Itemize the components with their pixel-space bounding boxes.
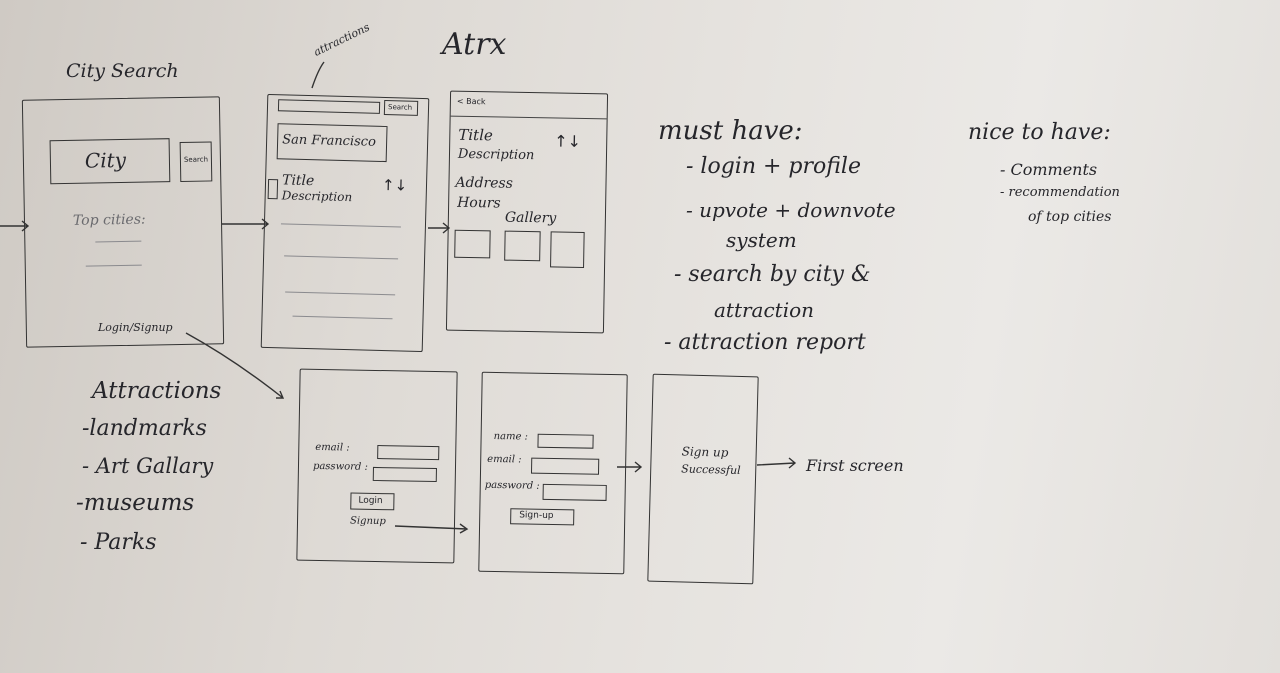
arrow-attractions-to-atrx [428, 222, 451, 234]
login-button-box: Login [350, 492, 395, 511]
thumbnail-box [267, 178, 279, 200]
email-field-box [377, 445, 440, 461]
name-field-box [537, 433, 594, 449]
detail-address: Address [455, 174, 514, 192]
detail-description: Description [457, 146, 535, 164]
first-screen-label: First screen [806, 456, 904, 475]
arrow-signup-to-register [394, 523, 469, 534]
search-button-box: Search [383, 99, 419, 116]
search-button-label: Search [387, 103, 413, 112]
must-have-item: attraction [714, 298, 815, 322]
email-label: email : [315, 441, 350, 454]
vote-arrows: ↑↓ [381, 175, 408, 195]
placeholder-line [95, 240, 142, 243]
arrow-register-to-success [617, 461, 643, 473]
nice-to-have-item: - recommendation [1000, 185, 1120, 200]
login-screen: email : password : Login Signup [296, 368, 458, 564]
password-label: password : [484, 479, 540, 492]
email-field-box [530, 457, 600, 475]
success-line-1: Sign up [681, 444, 729, 460]
placeholder-line [284, 255, 399, 260]
attraction-category: - Art Gallary [82, 454, 214, 478]
attraction-category: -museums [76, 490, 195, 516]
atrx-screen: < Back Title Description ↑↓ Address Hour… [445, 90, 609, 334]
arrow-login-to-form [185, 332, 285, 399]
must-have-title: must have: [658, 116, 803, 146]
header-divider [450, 115, 607, 120]
gallery-image [550, 231, 585, 269]
city-search-title: City Search [66, 60, 179, 82]
city-name: San Francisco [281, 132, 377, 150]
atrx-heading: Atrx [442, 27, 507, 62]
signup-screen: name : email : password : Sign-up [478, 371, 628, 575]
must-have-item: - login + profile [686, 154, 861, 179]
city-search-screen: City Search Top cities: [21, 96, 225, 348]
placeholder-line [280, 223, 401, 228]
must-have-item: - search by city & [674, 262, 871, 287]
password-field-box [542, 483, 607, 501]
attractions-screen: Search San Francisco Title Description ↑… [260, 93, 430, 353]
city-card: San Francisco [276, 123, 388, 163]
must-have-item: - upvote + downvote [686, 198, 896, 222]
login-signup-link: Login/Signup [98, 321, 173, 334]
nice-to-have-item: of top cities [1028, 209, 1112, 225]
signup-button-box: Sign-up [510, 508, 575, 526]
password-field-box [372, 466, 437, 483]
gallery-label: Gallery [504, 209, 557, 227]
vote-arrows: ↑↓ [554, 131, 582, 151]
top-cities-label: Top cities: [72, 211, 146, 229]
success-screen: Sign up Successful [647, 373, 759, 585]
signup-button-label: Sign-up [519, 510, 554, 522]
password-label: password : [312, 460, 369, 473]
success-line-2: Successful [681, 462, 741, 477]
nice-to-have-item: - Comments [1000, 160, 1098, 179]
detail-hours: Hours [457, 194, 501, 212]
item-title: Title [281, 172, 315, 190]
arrow-success-to-first [756, 457, 797, 469]
gallery-image [454, 229, 491, 259]
name-label: name : [493, 430, 529, 443]
attraction-category: -landmarks [82, 416, 207, 441]
signup-link: Signup [349, 515, 386, 528]
attraction-category: - Parks [80, 530, 157, 555]
gallery-image [504, 230, 541, 262]
search-button-box: Search [179, 141, 213, 182]
detail-title: Title [458, 125, 494, 145]
annotation-stroke [311, 61, 325, 89]
item-description: Description [281, 188, 353, 205]
placeholder-line [85, 264, 142, 267]
email-label: email : [487, 453, 522, 466]
city-input-label: City [84, 147, 127, 173]
must-have-item: - attraction report [664, 330, 866, 355]
nice-to-have-title: nice to have: [968, 120, 1111, 145]
login-button-label: Login [358, 495, 383, 507]
must-have-item: system [726, 228, 797, 252]
search-bar-box [277, 99, 381, 114]
placeholder-line [285, 291, 396, 296]
back-link: < Back [456, 96, 486, 107]
placeholder-line [292, 315, 393, 320]
arrow-into-city-search [0, 220, 30, 232]
attractions-list-title: Attractions [92, 378, 222, 404]
city-input-box: City [49, 138, 171, 185]
arrow-city-to-attractions [222, 218, 270, 230]
search-button-label: Search [183, 155, 209, 164]
